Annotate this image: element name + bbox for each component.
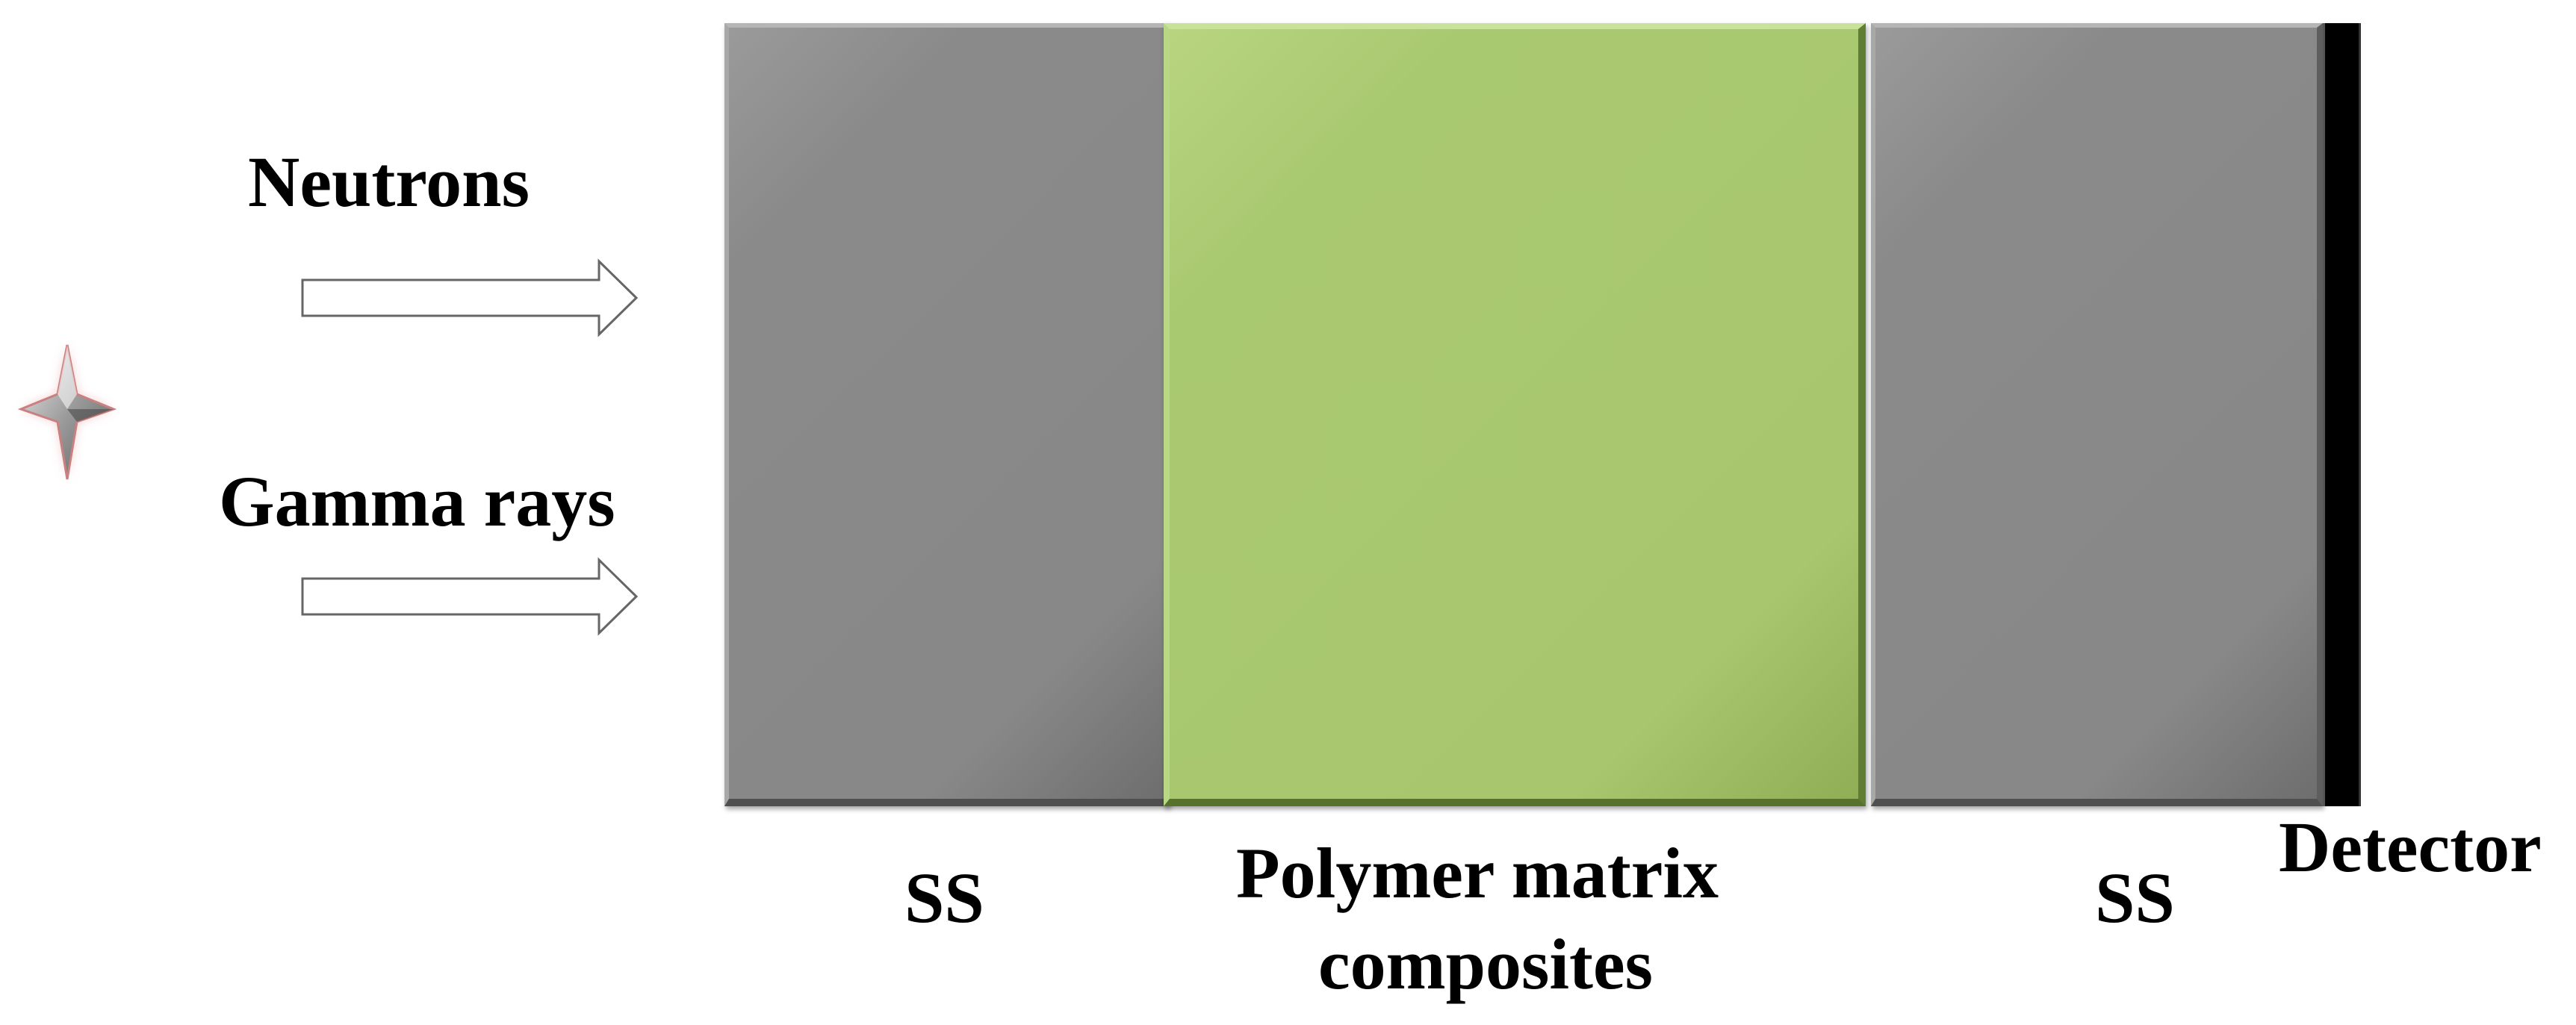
polymer-label-line2: composites xyxy=(1318,924,1653,1004)
right-ss-label: SS xyxy=(2095,858,2175,938)
detector-label: Detector xyxy=(2279,807,2542,887)
polymer-composite-block xyxy=(1164,23,1866,806)
left-ss-block xyxy=(724,23,1170,806)
polymer-label-line1: Polymer matrix xyxy=(1236,833,1719,913)
neutrons-arrow-icon xyxy=(301,258,639,337)
gamma-rays-label: Gamma rays xyxy=(219,461,615,541)
gamma-arrow-icon xyxy=(301,557,639,636)
star-source-icon xyxy=(17,344,117,480)
right-ss-block xyxy=(1871,23,2323,806)
neutrons-label: Neutrons xyxy=(248,142,530,222)
detector-block xyxy=(2323,23,2361,806)
left-ss-label: SS xyxy=(904,858,984,938)
